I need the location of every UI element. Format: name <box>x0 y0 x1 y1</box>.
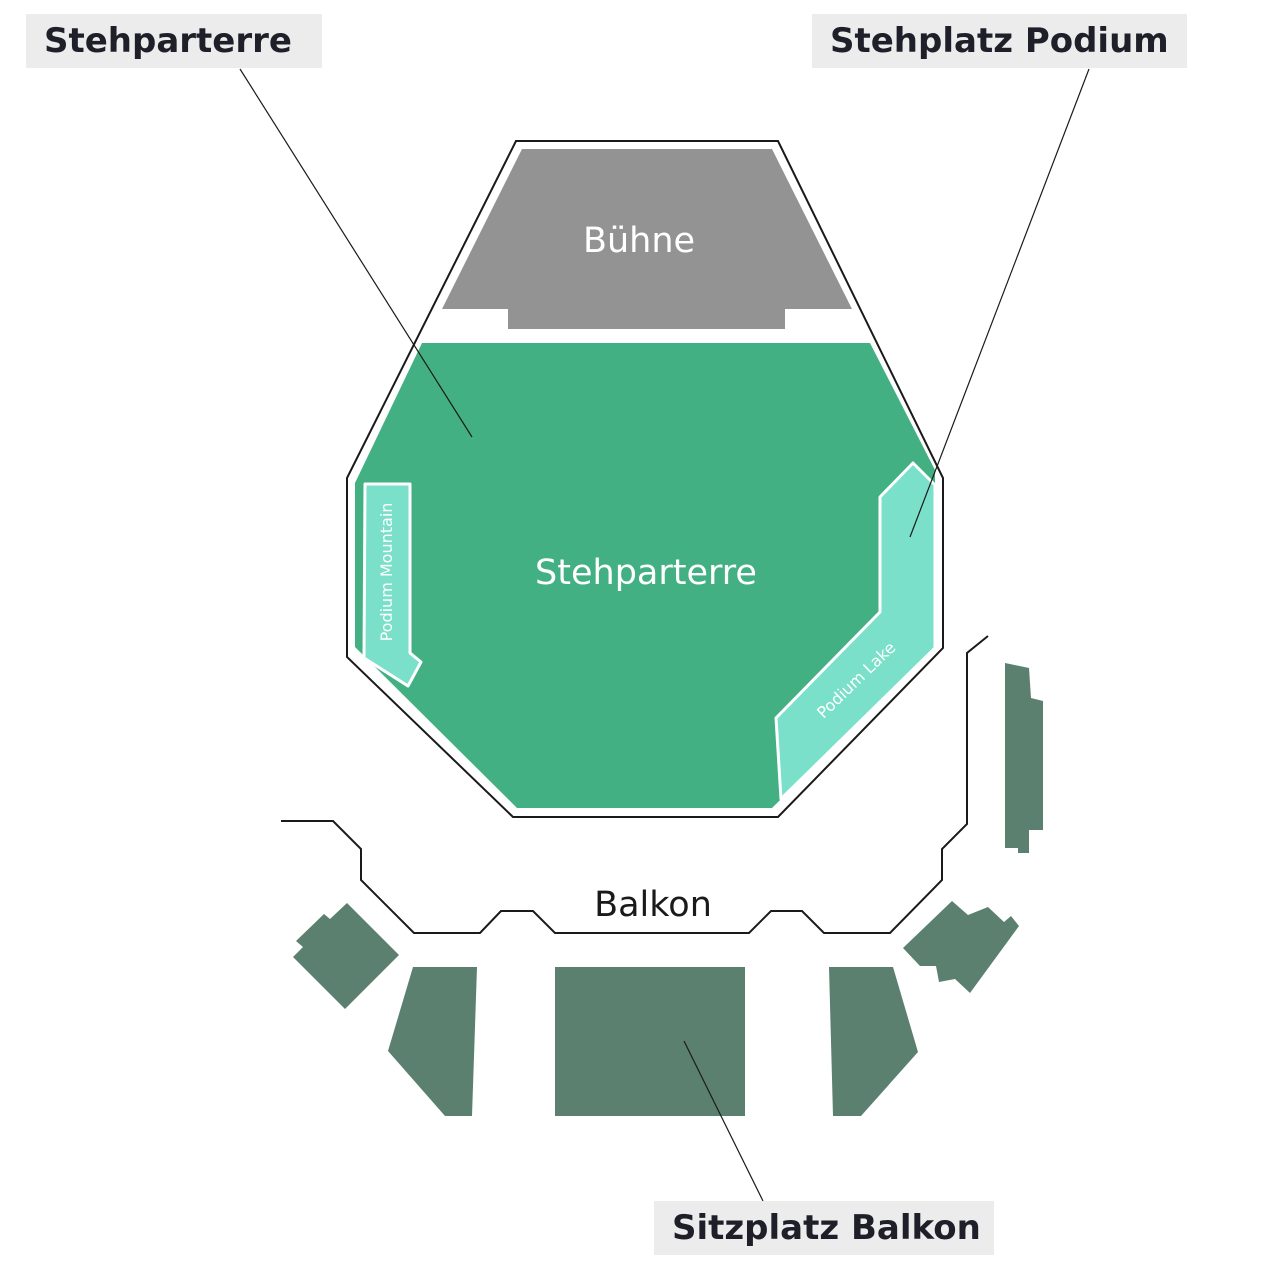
balcony-block-corner-right[interactable] <box>903 901 1019 993</box>
podium-lake-area[interactable] <box>774 461 937 801</box>
standing-floor-label: Stehparterre <box>535 553 757 593</box>
hall-outline <box>346 140 944 818</box>
callout-stehparterre: Stehparterre <box>26 14 322 68</box>
balcony-block-right[interactable] <box>829 967 918 1116</box>
stage-area[interactable] <box>442 149 852 329</box>
balcony-block-side-right[interactable] <box>1005 663 1043 853</box>
leader-line-balcony <box>683 1040 764 1202</box>
leader-line-podium <box>909 68 1090 538</box>
leader-line-stehparterre <box>239 68 473 438</box>
callout-stehplatz-podium: Stehplatz Podium <box>812 14 1187 68</box>
balcony-block-left[interactable] <box>388 967 477 1116</box>
callout-sitzplatz-balkon: Sitzplatz Balkon <box>654 1201 994 1255</box>
podium-mountain-label: Podium Mountain <box>377 503 396 642</box>
balcony-block-center[interactable] <box>555 967 745 1116</box>
balcony-label: Balkon <box>594 885 712 925</box>
balcony-block-corner-left[interactable] <box>293 903 399 1009</box>
standing-floor-area[interactable] <box>355 343 935 808</box>
podium-mountain-area[interactable] <box>362 482 423 688</box>
balcony-outline <box>281 635 989 934</box>
stage-label: Bühne <box>583 221 695 261</box>
